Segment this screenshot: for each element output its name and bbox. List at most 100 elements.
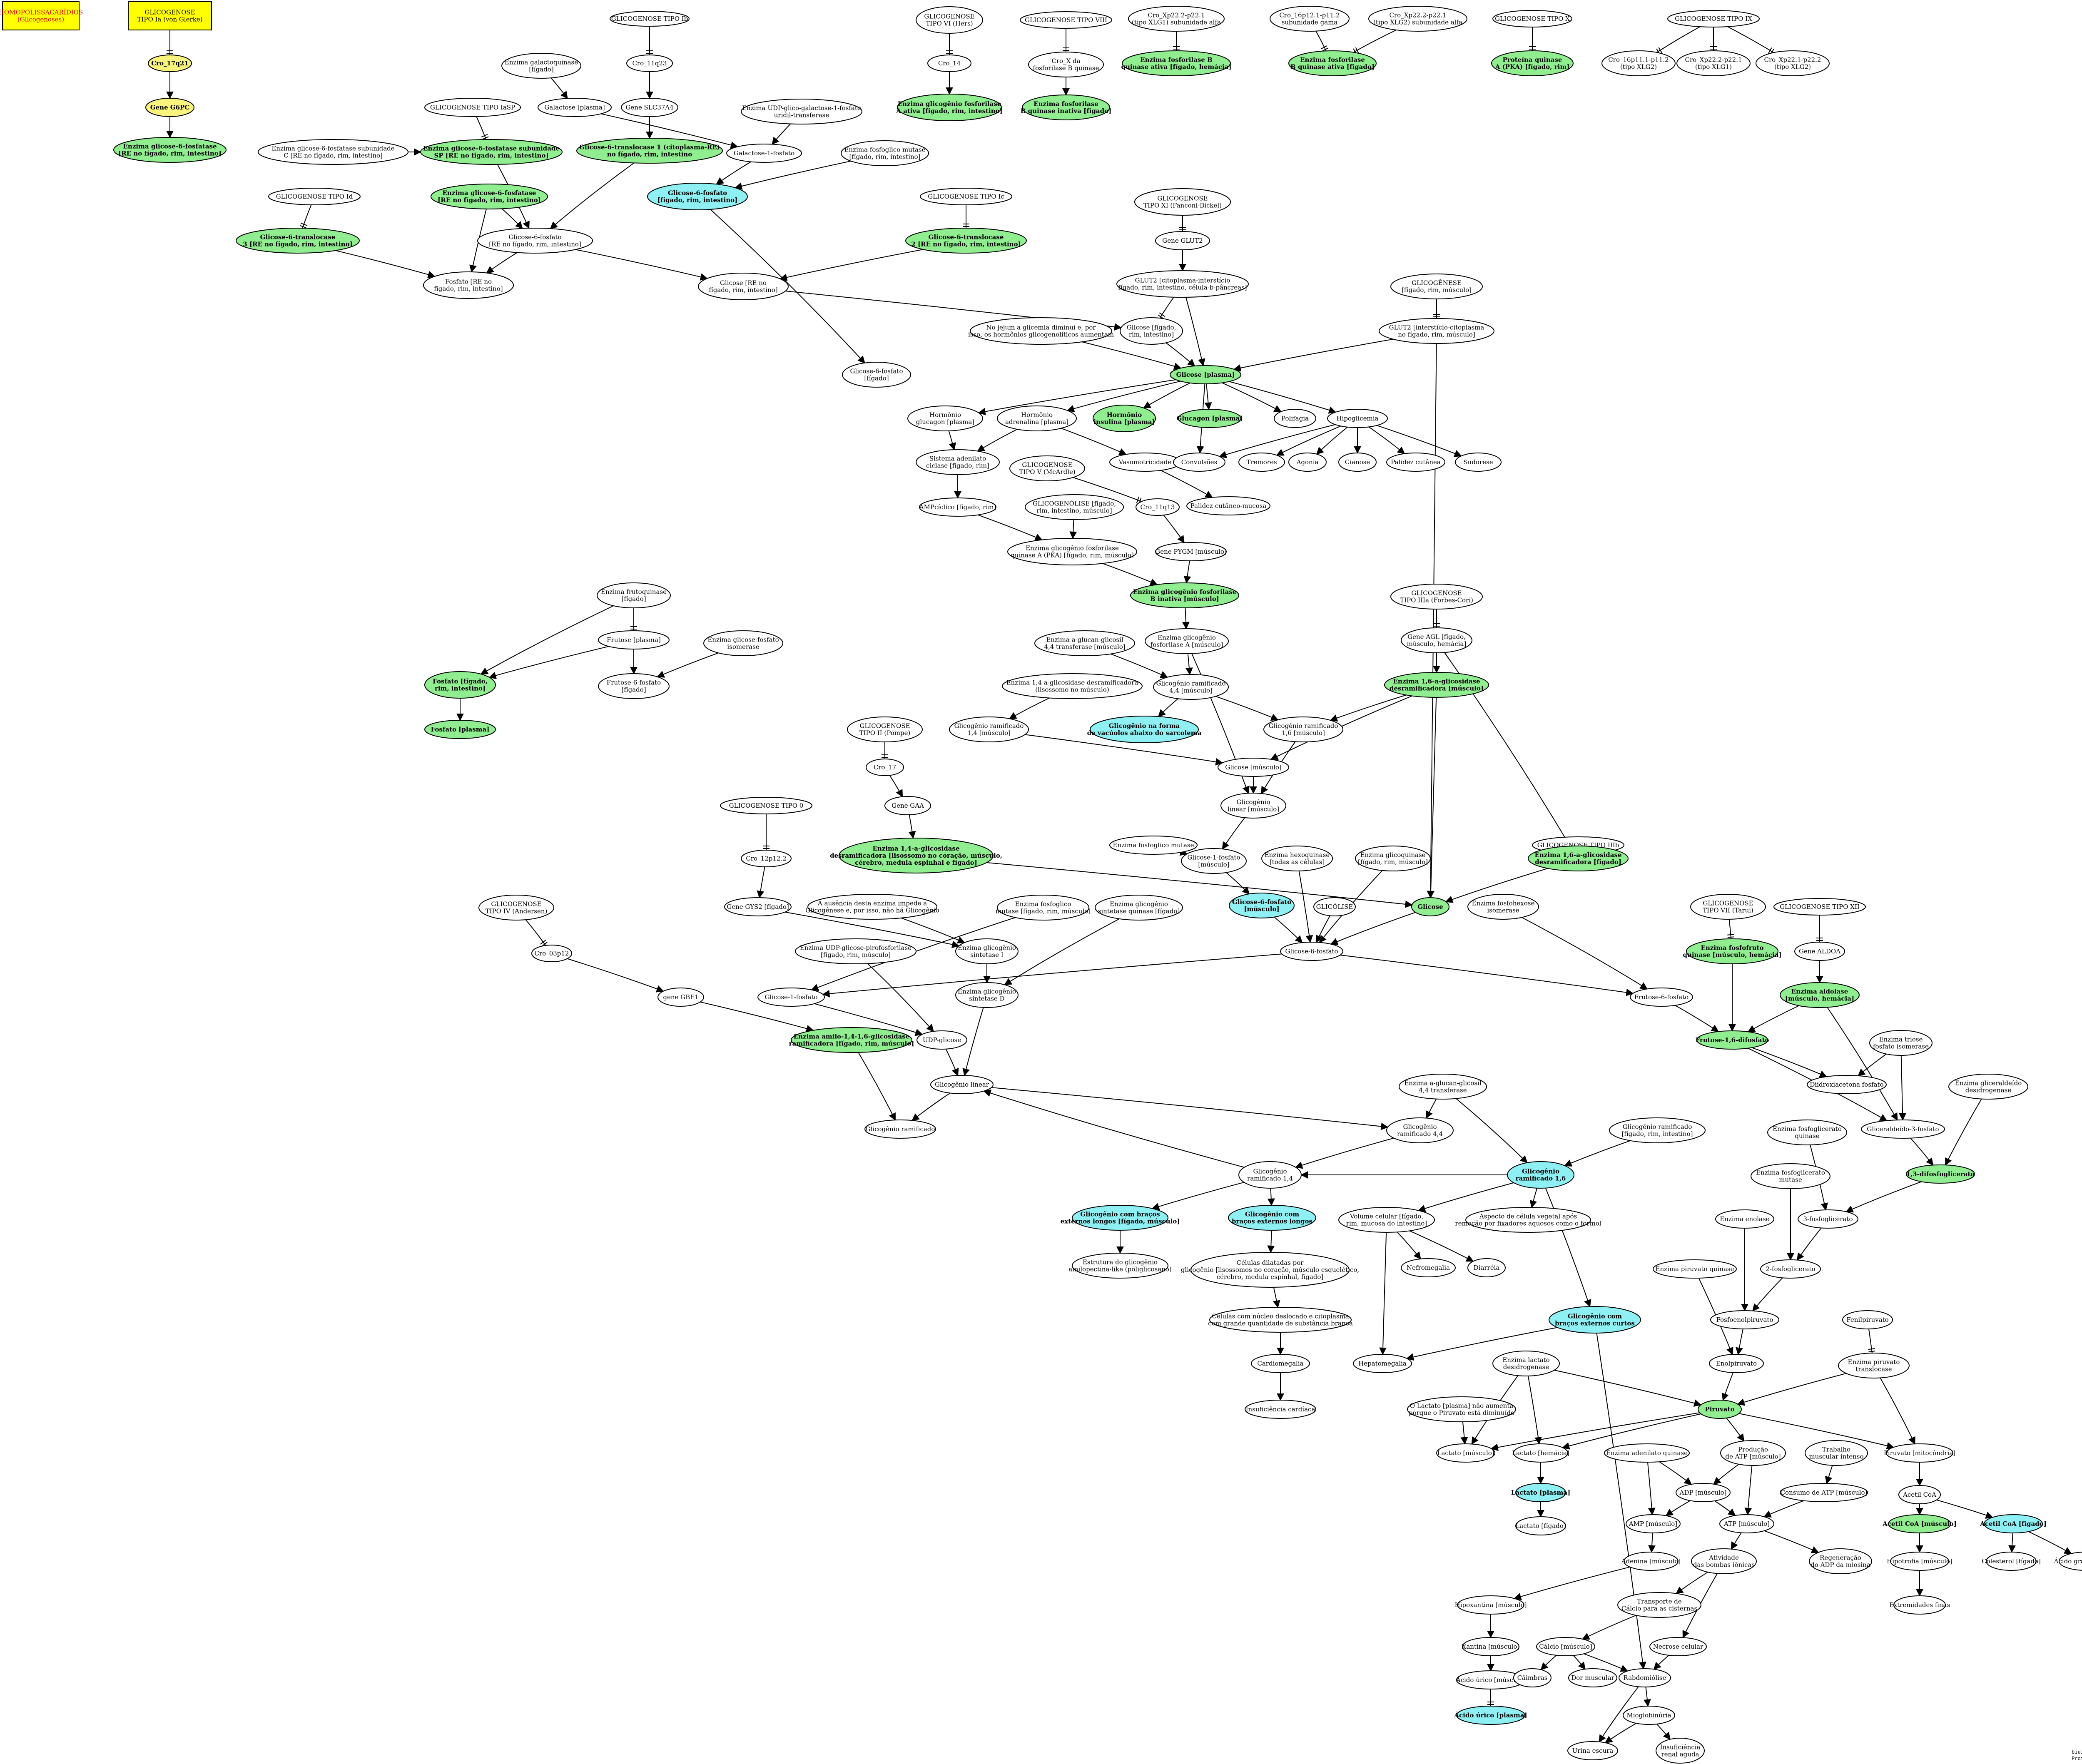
node-label: fosfato isomerase xyxy=(1873,1043,1929,1050)
edge-glut2-to-glicose_plasma xyxy=(1185,297,1205,366)
node-shape xyxy=(1491,50,1574,76)
node-label: Cro_16p11.1-p11.2 xyxy=(1608,56,1669,64)
node-shape xyxy=(1609,1117,1706,1143)
node-enz-amilo: Enzima amilo-1,4-1,6-glicosidaseramifica… xyxy=(789,1027,914,1053)
edge-glut2_b-to-glicose_plasma xyxy=(1233,338,1394,372)
node-label: B quinase ativa [fígado] xyxy=(1290,63,1375,71)
inhibition-bar xyxy=(1768,47,1772,54)
node-shape xyxy=(1676,50,1751,76)
edge-g6p_main-to-f6p xyxy=(1340,954,1634,996)
node-label: Enzima aldolase xyxy=(1791,988,1848,995)
node-label: GLICOGENOSE xyxy=(924,13,974,20)
node-label: Enzima UDP-glico-galactose-1-fosfato xyxy=(742,104,861,112)
node-label: [músculo] xyxy=(1198,861,1229,868)
node-shape xyxy=(757,988,825,1007)
node-label: Ácido úrico [plasma] xyxy=(1454,1712,1527,1719)
node-label: Glicose-6-fosfato xyxy=(668,189,727,197)
node-glic-ram-frim: Glicogênio ramificado[fígado, rim, intes… xyxy=(1609,1117,1706,1143)
edge-enz_gsd-to-glic_linear xyxy=(962,1007,984,1076)
node-label: 2 [RE no fígado, rim, intestino] xyxy=(911,241,1021,248)
node-label: [fígado] xyxy=(621,686,646,694)
node-label: [todas as células] xyxy=(1270,858,1325,866)
node-label: Glicogênio ramificado xyxy=(1156,680,1226,687)
node-shape xyxy=(1751,1163,1830,1189)
node-shape xyxy=(1507,1161,1574,1189)
node-label: músculo, hemácia] xyxy=(1407,640,1467,648)
node-label: GLICOGENOSE xyxy=(144,9,195,16)
node-hipotrofia: Hipotrofia [músculo] xyxy=(1887,1552,1952,1571)
node-label: Glicose-6-fosfato xyxy=(1232,898,1291,906)
node-label: (tipo XLG1) subunidade alfa xyxy=(1132,19,1221,26)
node-shape xyxy=(1869,1030,1933,1056)
node-label: GLICOGENOSE TIPO X xyxy=(1495,15,1570,22)
edge-enz_galk-to-galactose xyxy=(550,77,568,99)
node-label: Gene AGL [fígado, xyxy=(1407,633,1466,641)
node-label: Gene ALDOA xyxy=(1799,948,1840,955)
node-shape xyxy=(1229,893,1295,918)
node-shape xyxy=(1245,1400,1316,1419)
edge-piruvato-to-producao_atp xyxy=(1726,1418,1745,1442)
node-shape xyxy=(970,317,1112,345)
node-enz-adenilato: Enzima adenilato quinase xyxy=(1604,1443,1690,1463)
edge-glicose_plasma-to-horm_adrenalina xyxy=(1066,381,1181,413)
node-palidez-cutanea: Palidez cutânea xyxy=(1386,453,1445,472)
node-piruvato: Piruvato xyxy=(1698,1400,1742,1419)
node-insuf-cardiaca: Insuficiência cardíaca xyxy=(1245,1400,1316,1419)
node-label: [fígado, rim, intestino] xyxy=(1621,1130,1693,1138)
node-label: GLICOGENOSE TIPO Ic xyxy=(928,193,1004,200)
node-label: Enzima 1,4-a-glicosidase desramificadora xyxy=(1006,679,1138,687)
node-shape xyxy=(1888,1514,1951,1533)
node-enz-g6fase-re: Enzima glicose-6-fosfatase[RE no fígado,… xyxy=(113,137,227,163)
node-shape xyxy=(1288,453,1327,472)
node-label: Hipoglicemia xyxy=(1337,415,1379,422)
node-gene-pygm: Gene PYGM [músculo] xyxy=(1155,542,1227,561)
node-shape xyxy=(1338,453,1377,472)
edge-pep-to-enolpiruvato xyxy=(1736,1329,1743,1355)
edge-horm_adrenalina-to-vasomotricidade xyxy=(1061,428,1127,455)
edge-g7-to-enz_pfk xyxy=(1728,919,1732,939)
edge-amp-to-adenina xyxy=(1648,1533,1656,1553)
node-label: Adenina [músculo] xyxy=(1621,1557,1681,1565)
node-label: Enzima adenilato quinase xyxy=(1606,1449,1688,1457)
node-label: mutase [fígado, rim, músculo] xyxy=(996,908,1091,915)
node-glic-linear: Glicogênio linear xyxy=(930,1075,994,1094)
node-shape xyxy=(268,188,361,205)
edge-glut2_b-to-glicose_central xyxy=(1427,343,1437,898)
node-shape xyxy=(1338,1207,1435,1233)
node-label: 3-fosfoglicerato xyxy=(1803,1215,1853,1223)
node-g8: GLICOGENOSE TIPO VIII xyxy=(1020,11,1112,29)
edge-enz_g3pdh-to-bpg13 xyxy=(1945,1099,1982,1166)
node-label: Fenilpiruvato xyxy=(1846,1316,1888,1324)
edge-glic_ram16-to-volume_celular xyxy=(1417,1182,1514,1212)
edge-enz_frutoq-to-fosfato_liver xyxy=(480,605,614,675)
node-label: Enzima glicose-fosfato xyxy=(707,636,779,644)
node-label: Cro_X da xyxy=(1051,57,1080,65)
node-enolpiruvato: Enolpiruvato xyxy=(1709,1354,1764,1373)
node-label: desramificadora [músculo] xyxy=(1390,685,1484,692)
inhibition-bar xyxy=(1321,45,1327,49)
node-volume-celular: Volume celular [fígado,rim, mucosa do in… xyxy=(1338,1207,1435,1233)
node-label: Enzima enolase xyxy=(1720,1215,1769,1223)
edge-enz_udpg_pfos-to-udp_glicose xyxy=(867,963,934,1032)
edge-horm_glucagon-to-sist_adenilato xyxy=(948,430,956,450)
node-shape xyxy=(1619,1668,1671,1687)
node-label: [RE no fígado, rim, intestino] xyxy=(438,197,541,204)
node-label: GLICOGENOSE TIPO IX xyxy=(1675,15,1752,22)
node-label: Gene GYS2 [fígado] xyxy=(727,903,789,911)
node-cro12p12: Cro_12p12.2 xyxy=(741,850,792,867)
node-label: Enzima 1,4-a-glicosidase xyxy=(873,845,960,852)
edge-gene_gaa-to-enz_14_lisos2 xyxy=(908,814,916,839)
node-label: braços externos longos xyxy=(1232,1218,1312,1225)
node-label: Enzima amilo-1,4-1,6-glicosidase xyxy=(794,1033,910,1040)
node-label: GLUT2 [interstício-citoplasma xyxy=(1389,324,1484,331)
node-label: Enzima glicogênio fosforilase xyxy=(1026,545,1119,552)
edge-cro16_gama-to-enz_fbq_ativa2 xyxy=(1315,31,1327,51)
node-diarreia: Diarréia xyxy=(1467,1258,1506,1277)
node-label: No jejum a glicemia diminui e, por xyxy=(986,324,1096,331)
node-shape xyxy=(1805,1440,1868,1466)
